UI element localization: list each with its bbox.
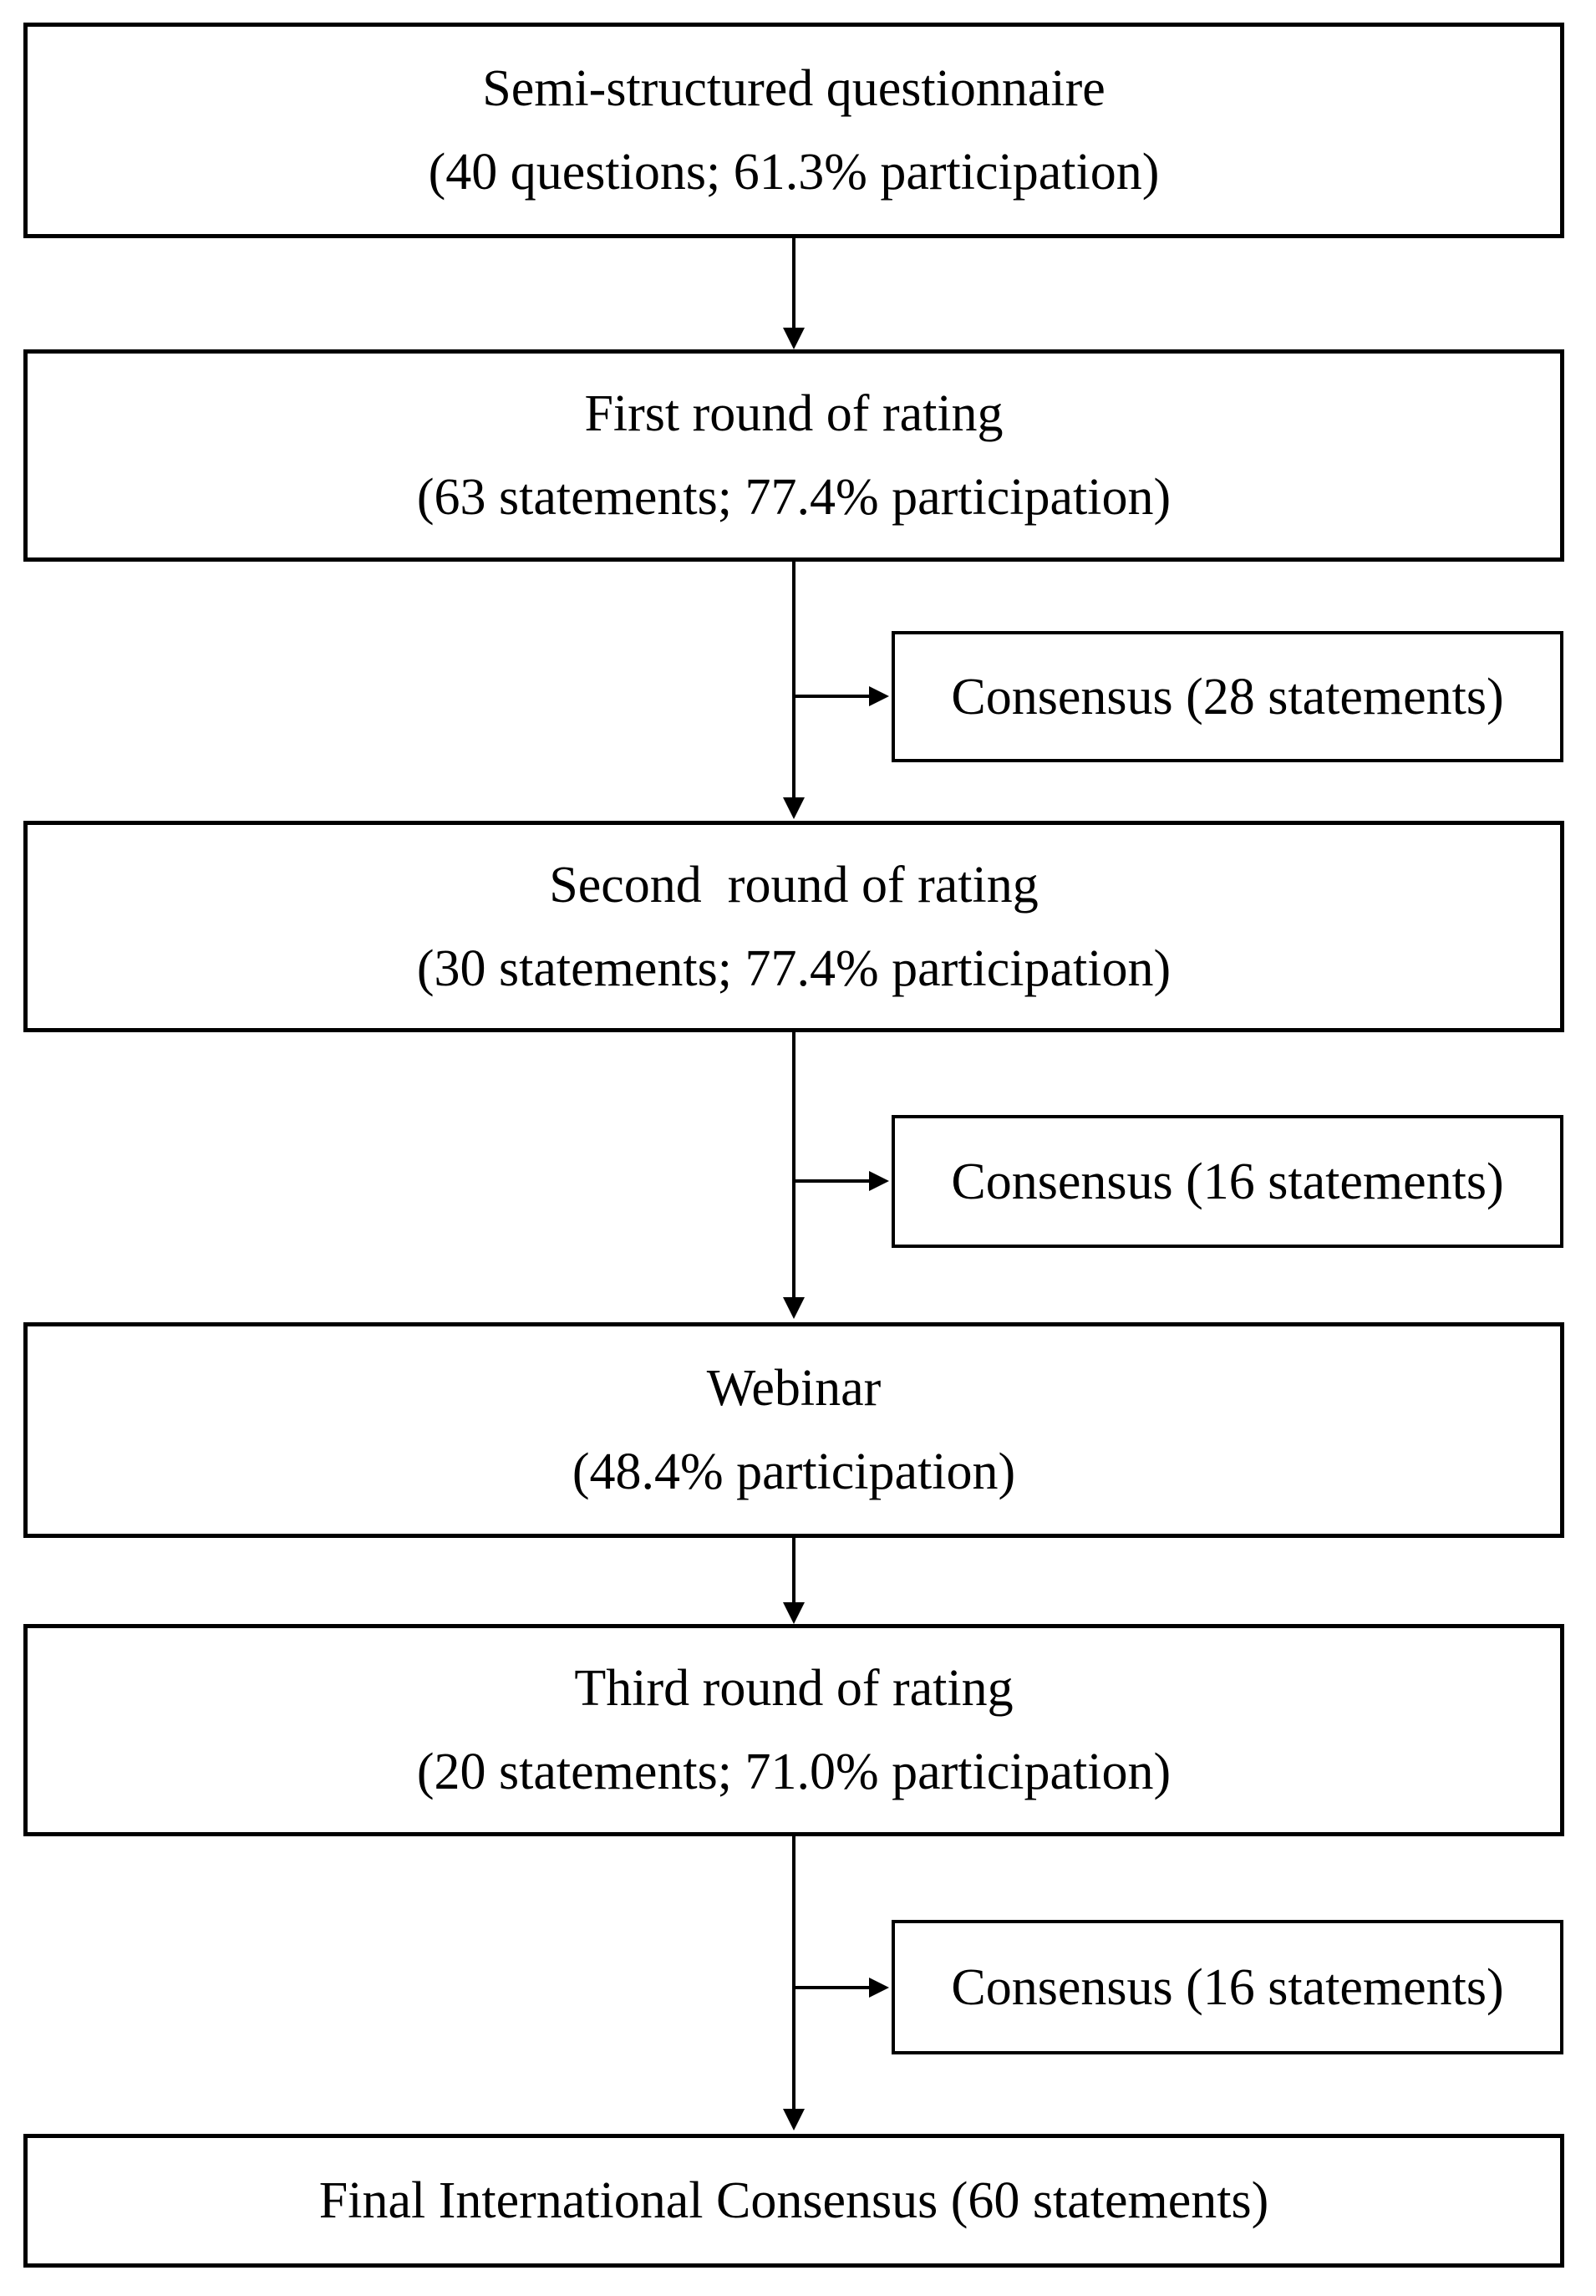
box-title: Consensus (16 statements) — [951, 1153, 1504, 1210]
box-subtitle: (63 statements; 77.4% participation) — [416, 469, 1172, 526]
box-title: Webinar — [706, 1360, 882, 1417]
box-title: Consensus (16 statements) — [951, 1958, 1504, 2016]
arrowhead-into-webinar — [783, 1297, 805, 1319]
box-title: Third round of rating — [574, 1660, 1014, 1717]
arrow-line-webinar-to-round3 — [792, 1538, 795, 1602]
flow-box-semi-structured-questionnaire: Semi-structured questionnaire (40 questi… — [23, 23, 1564, 238]
flow-box-consensus-16-statements-round3: Consensus (16 statements) — [892, 1920, 1563, 2054]
arrowhead-into-consensus1 — [869, 686, 889, 706]
arrow-line-questionnaire-to-round1 — [792, 238, 795, 330]
arrowhead-into-consensus2 — [869, 1171, 889, 1191]
flow-box-consensus-28-statements: Consensus (28 statements) — [892, 631, 1563, 762]
box-title: First round of rating — [584, 385, 1004, 442]
box-subtitle: (20 statements; 71.0% participation) — [416, 1744, 1172, 1800]
branch-line-round2-to-consensus2 — [794, 1179, 871, 1183]
flow-box-webinar: Webinar (48.4% participation) — [23, 1322, 1564, 1538]
arrowhead-into-final — [783, 2109, 805, 2131]
arrowhead-into-round1 — [783, 328, 805, 349]
arrowhead-into-round3 — [783, 1602, 805, 1624]
flow-box-consensus-16-statements-round2: Consensus (16 statements) — [892, 1115, 1563, 1248]
box-title: Final International Consensus (60 statem… — [318, 2172, 1269, 2229]
arrowhead-into-consensus3 — [869, 1978, 889, 1998]
box-subtitle: (30 statements; 77.4% participation) — [416, 939, 1172, 997]
box-subtitle: (40 questions; 61.3% participation) — [428, 144, 1160, 201]
flow-box-second-round-of-rating: Second round of rating (30 statements; 7… — [23, 821, 1564, 1032]
flow-box-first-round-of-rating: First round of rating (63 statements; 77… — [23, 349, 1564, 562]
arrowhead-into-round2 — [783, 797, 805, 819]
arrow-line-round2-to-webinar — [792, 1032, 795, 1297]
box-subtitle: (48.4% participation) — [572, 1443, 1016, 1500]
arrow-line-round3-to-final — [792, 1836, 795, 2109]
box-title: Second round of rating — [549, 856, 1039, 914]
box-title: Consensus (28 statements) — [951, 668, 1504, 725]
branch-line-round1-to-consensus1 — [794, 695, 871, 698]
flow-box-final-international-consensus: Final International Consensus (60 statem… — [23, 2134, 1564, 2268]
arrow-line-round1-to-round2 — [792, 562, 795, 797]
box-title: Semi-structured questionnaire — [482, 60, 1106, 117]
branch-line-round3-to-consensus3 — [794, 1986, 871, 1989]
flow-box-third-round-of-rating: Third round of rating (20 statements; 71… — [23, 1624, 1564, 1836]
